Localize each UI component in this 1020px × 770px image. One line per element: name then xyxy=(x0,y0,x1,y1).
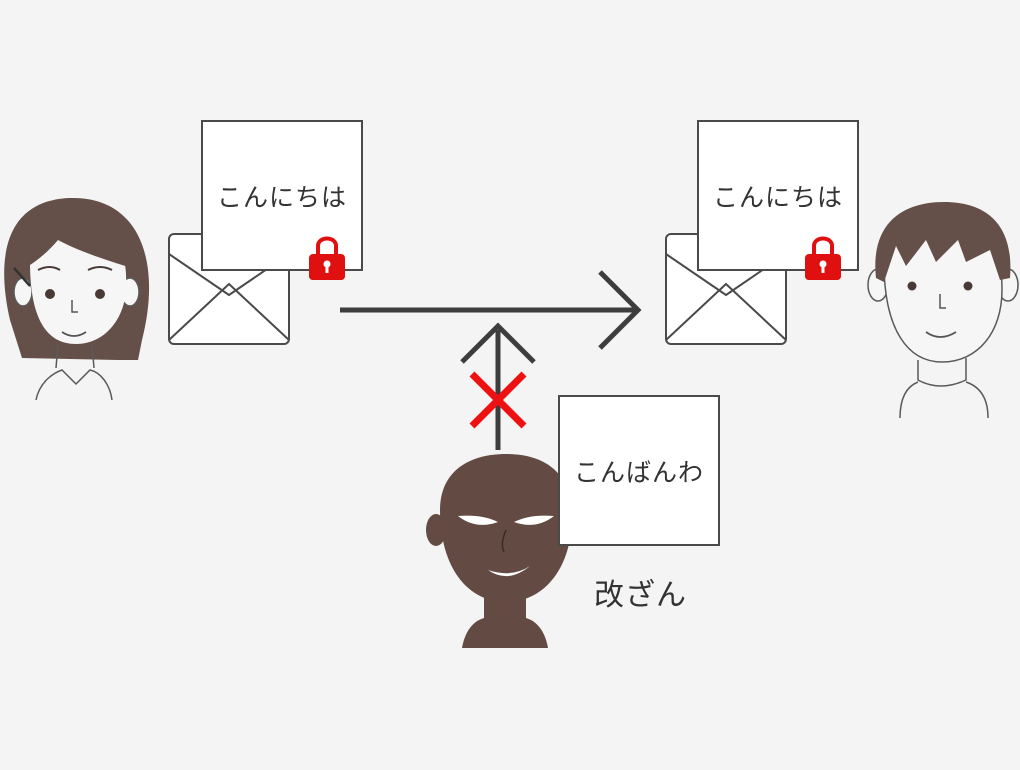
tampered-message-text: こんばんわ xyxy=(573,457,704,487)
left-message-text: こんにちは xyxy=(216,182,347,212)
right-message-note: こんにちは xyxy=(697,120,859,271)
woman-icon xyxy=(4,197,150,401)
tampered-message-note: こんばんわ xyxy=(558,395,720,546)
arrow-right-icon xyxy=(340,270,642,350)
right-message-text: こんにちは xyxy=(712,182,843,212)
arrow-up-icon xyxy=(460,322,536,450)
attacker-icon xyxy=(426,454,586,648)
cross-icon xyxy=(469,371,527,429)
man-icon xyxy=(867,202,1019,419)
attacker-caption: 改ざん xyxy=(594,578,687,613)
left-message-note: こんにちは xyxy=(201,120,363,271)
